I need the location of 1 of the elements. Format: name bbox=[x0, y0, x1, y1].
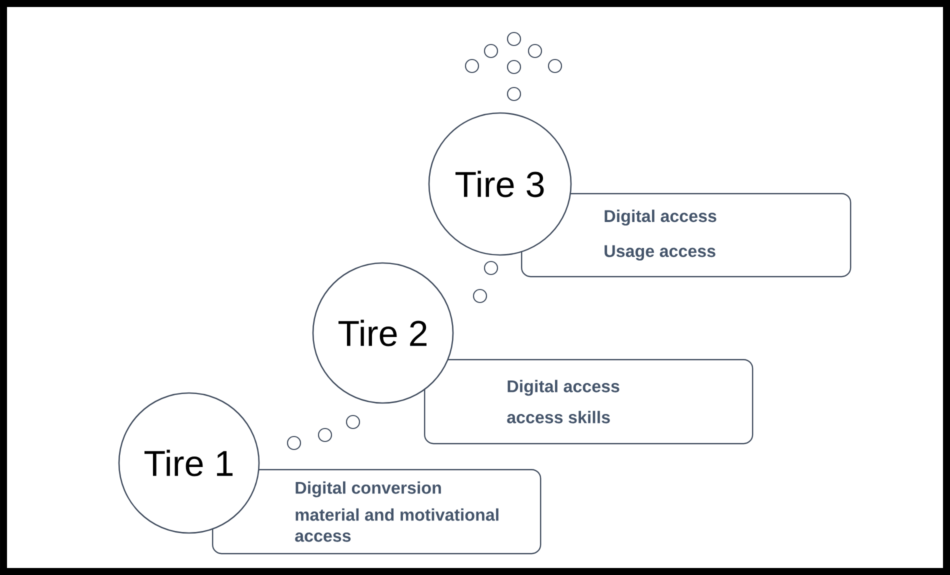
text-box: Digital access access skills bbox=[424, 359, 754, 444]
